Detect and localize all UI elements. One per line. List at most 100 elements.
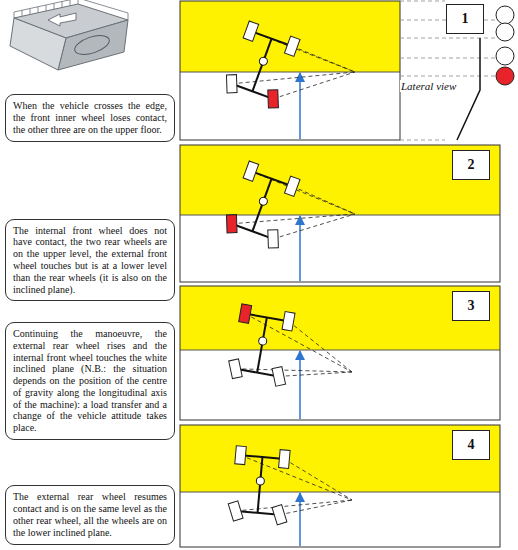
axle <box>245 314 288 322</box>
rail-post <box>62 2 63 8</box>
view-label: Lateral view <box>400 80 457 92</box>
note-box: When the vehicle crosses the edge, the f… <box>5 94 175 141</box>
turning-line <box>292 46 355 72</box>
turning-line <box>273 214 355 239</box>
wheel <box>228 501 243 521</box>
callout-number: 1 <box>462 11 469 27</box>
wheel <box>229 359 243 379</box>
axle <box>251 171 292 186</box>
wheel <box>268 90 279 108</box>
turning-line <box>236 500 352 511</box>
rail-post <box>78 0 79 4</box>
upper-floor <box>180 425 500 492</box>
wheel <box>282 312 295 331</box>
direction-arrow <box>299 493 301 546</box>
wheel <box>268 230 279 248</box>
upper-floor <box>180 145 500 215</box>
direction-arrow <box>299 73 301 139</box>
rail-post <box>70 0 71 6</box>
panel-border <box>180 145 500 282</box>
note-box: The internal front wheel does not have c… <box>5 219 175 302</box>
wheel <box>243 21 259 41</box>
panel-border <box>180 1 400 140</box>
upper-floor <box>180 286 500 350</box>
rail-post <box>30 9 31 15</box>
rail <box>14 0 78 12</box>
axle <box>251 31 292 46</box>
rail-post <box>22 10 23 16</box>
wheel <box>239 304 252 323</box>
turning-line <box>279 372 352 376</box>
vehicle <box>226 303 352 387</box>
callout-number: 3 <box>468 298 475 314</box>
rail <box>78 0 128 13</box>
wheel <box>272 367 286 387</box>
wheel <box>284 36 300 56</box>
axle <box>232 84 273 99</box>
wheel <box>226 215 237 233</box>
axle <box>241 455 285 459</box>
wheel <box>284 176 300 196</box>
wheel-side <box>496 47 514 65</box>
turning-line <box>289 321 352 372</box>
direction-arrow <box>299 216 301 281</box>
centre-of-gravity <box>258 196 268 206</box>
drawing <box>10 0 514 547</box>
direction-arrow <box>299 351 301 419</box>
wheel <box>226 75 237 93</box>
wheel-side <box>496 6 514 24</box>
chassis-axis <box>252 39 271 92</box>
panel <box>180 286 500 420</box>
panel-border <box>180 286 500 420</box>
panel <box>180 145 500 282</box>
chassis-axis <box>252 179 271 232</box>
wheel-side <box>496 23 514 41</box>
platform-sketch <box>10 0 128 70</box>
lower-plane <box>180 145 500 282</box>
edge-line <box>180 350 500 351</box>
turning-line <box>273 72 355 99</box>
note-text: The external rear wheel resumes contact … <box>13 491 167 538</box>
note-text: The internal front wheel does not have c… <box>13 225 167 296</box>
frame-line <box>400 140 445 141</box>
rail-post <box>14 12 15 18</box>
lateral-view <box>400 1 514 140</box>
turning-line <box>232 214 355 224</box>
wheel <box>235 446 247 465</box>
lower-plane <box>180 425 500 547</box>
centre-of-gravity <box>256 477 265 486</box>
inclined-plane <box>58 20 128 70</box>
step-number: 4 <box>452 430 490 460</box>
turning-line <box>245 314 352 372</box>
step-number: 3 <box>452 291 490 321</box>
direction-arrow <box>48 13 76 26</box>
vehicle <box>221 20 355 111</box>
turning-line <box>279 500 352 515</box>
callout-number: 2 <box>468 157 475 173</box>
side-face <box>10 18 66 70</box>
rail-post <box>46 5 47 11</box>
lower-plane <box>180 286 500 420</box>
frame-line <box>400 1 445 2</box>
wheel <box>279 450 291 469</box>
panel <box>180 1 400 140</box>
step-number: 1 <box>446 4 484 34</box>
rail-post <box>128 13 129 20</box>
turning-line <box>241 455 352 500</box>
callout-number: 4 <box>468 437 475 453</box>
panel <box>180 425 500 547</box>
note-box: Continuing the manoeuvre, the external r… <box>5 322 175 440</box>
centre-of-gravity <box>258 56 268 66</box>
wheel <box>243 161 259 181</box>
note-text: When the vehicle crosses the edge, the f… <box>13 100 167 135</box>
edge-line <box>180 72 400 73</box>
upper-floor <box>180 1 400 72</box>
oval-mark <box>72 32 111 58</box>
axle <box>232 224 273 239</box>
wheel <box>272 505 287 525</box>
centre-of-gravity <box>258 336 267 345</box>
wheel-side <box>496 67 514 85</box>
vehicle <box>221 160 355 251</box>
chassis-axis <box>257 317 267 372</box>
turning-line <box>292 186 355 214</box>
